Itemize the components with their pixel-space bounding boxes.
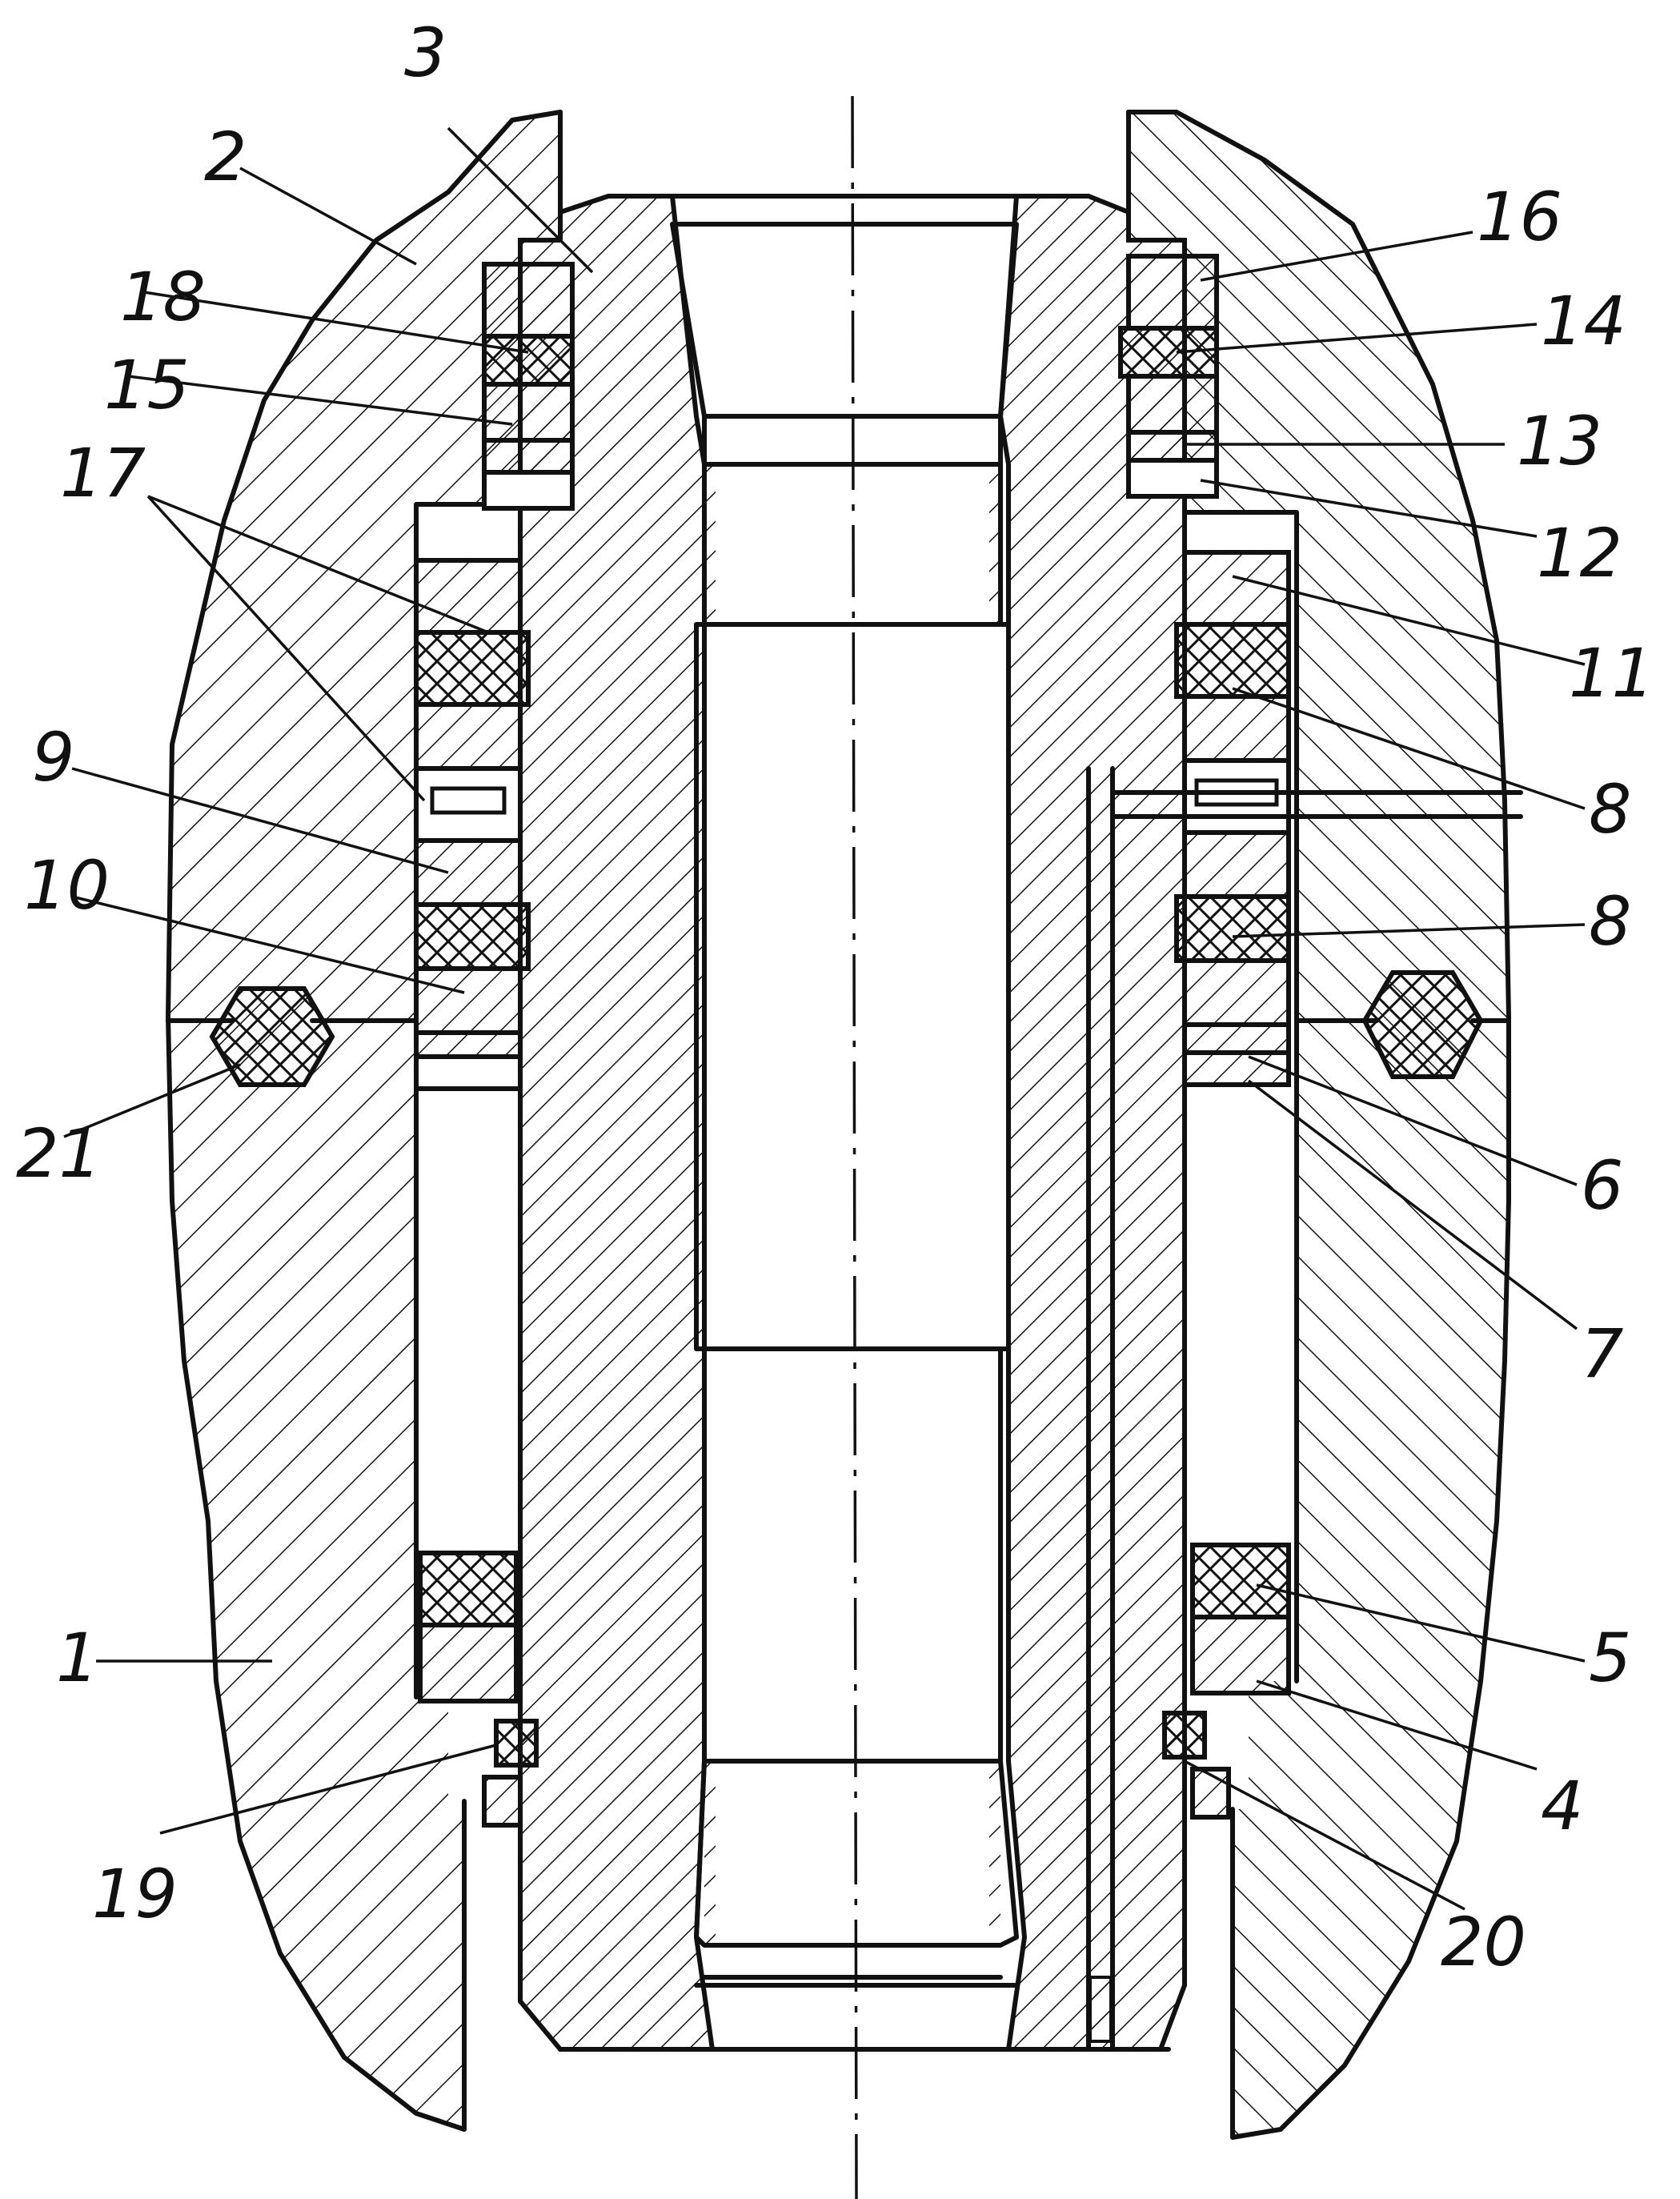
label-8-lower: 8 — [1589, 882, 1631, 961]
packing-upper-left — [484, 264, 572, 508]
label-8-upper: 8 — [1589, 770, 1631, 849]
label-9: 9 — [32, 718, 74, 797]
label-6: 6 — [1581, 1146, 1623, 1225]
label-15: 15 — [104, 346, 190, 424]
label-21: 21 — [16, 1114, 102, 1193]
label-11: 11 — [1569, 634, 1654, 712]
label-17: 17 — [60, 434, 146, 512]
centre-axis — [852, 96, 856, 2199]
label-10: 10 — [24, 846, 110, 925]
label-13: 13 — [1517, 402, 1602, 480]
label-14: 14 — [1541, 282, 1626, 360]
label-12: 12 — [1537, 514, 1622, 592]
label-3: 3 — [404, 14, 447, 92]
label-16: 16 — [1477, 178, 1562, 256]
label-5: 5 — [1589, 1619, 1631, 1697]
label-20: 20 — [1441, 1903, 1526, 1981]
label-18: 18 — [120, 258, 206, 336]
packing-main-left — [416, 560, 528, 1089]
label-19: 19 — [92, 1855, 178, 1933]
label-1: 1 — [56, 1619, 98, 1697]
packing-upper-right — [1121, 256, 1217, 496]
label-7: 7 — [1581, 1314, 1623, 1393]
label-4: 4 — [1541, 1767, 1583, 1845]
label-2: 2 — [204, 118, 247, 196]
